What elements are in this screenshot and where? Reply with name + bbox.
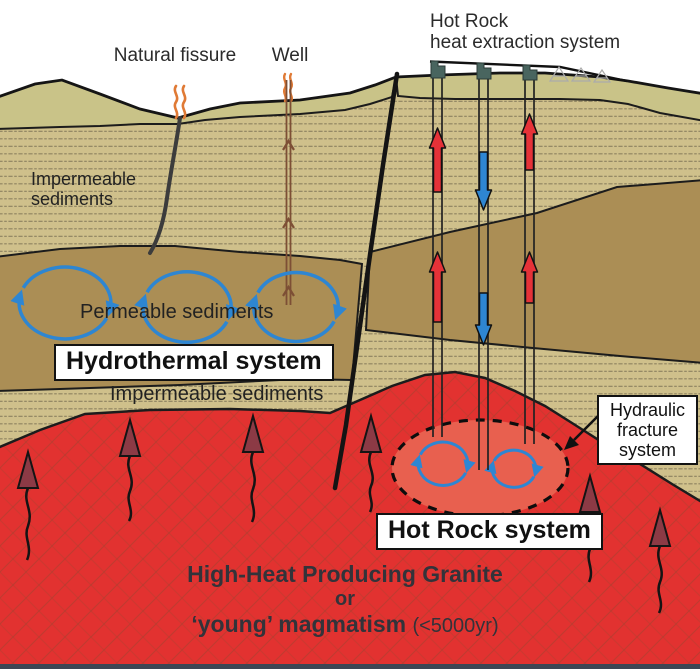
ground-surface-line: [0, 71, 700, 120]
hydrothermal-system-label: Hydrothermal system: [54, 344, 334, 381]
granite-caption-line1: High-Heat Producing Granite: [187, 561, 503, 587]
granite-caption-line3-suffix: (<5000yr): [412, 615, 499, 637]
permeable-sediments-label: Permeable sediments: [80, 301, 274, 323]
derrick-icon: [548, 65, 612, 83]
well-label: Well: [271, 45, 309, 66]
hot-upflow-arrow-icon: [428, 113, 539, 323]
impermeable-sediments-upper-label: Impermeable sediments: [31, 169, 137, 209]
granite-caption-line2: or: [335, 588, 355, 610]
heat-flow-arrow-icon: [16, 412, 672, 614]
steam-squiggle-icon: [173, 84, 187, 120]
hydraulic-fracture-label: Hydraulic fracture system: [597, 395, 698, 465]
impermeable-sediments-lower-label: Impermeable sediments: [110, 383, 324, 405]
injection-well-casing: [478, 76, 489, 470]
natural-fissure-label: Natural fissure: [113, 45, 237, 66]
convection-loop-icon: [10, 265, 120, 341]
production-well-casing: [432, 74, 443, 437]
bottom-band: [0, 664, 700, 669]
wellhead-icon: [430, 60, 538, 81]
convection-loop-icon: [410, 440, 476, 487]
convection-loop-icon: [484, 448, 544, 489]
natural-fissure-line: [148, 116, 182, 255]
granite-caption-line3: ‘young’ magmatism (<5000yr): [0, 611, 690, 638]
granite-caption-line3-main: ‘young’ magmatism: [191, 611, 413, 637]
hot-rock-extraction-label: Hot Rock heat extraction system: [430, 11, 621, 53]
pipeline: [429, 60, 628, 83]
hydrothermal-well-line: [282, 80, 295, 305]
hot-rock-system-label: Hot Rock system: [376, 513, 603, 550]
cold-downflow-arrow-icon: [474, 151, 493, 346]
convection-loop-icon: [134, 270, 240, 344]
fault-line: [332, 71, 400, 491]
convection-loop-icon: [245, 270, 347, 344]
